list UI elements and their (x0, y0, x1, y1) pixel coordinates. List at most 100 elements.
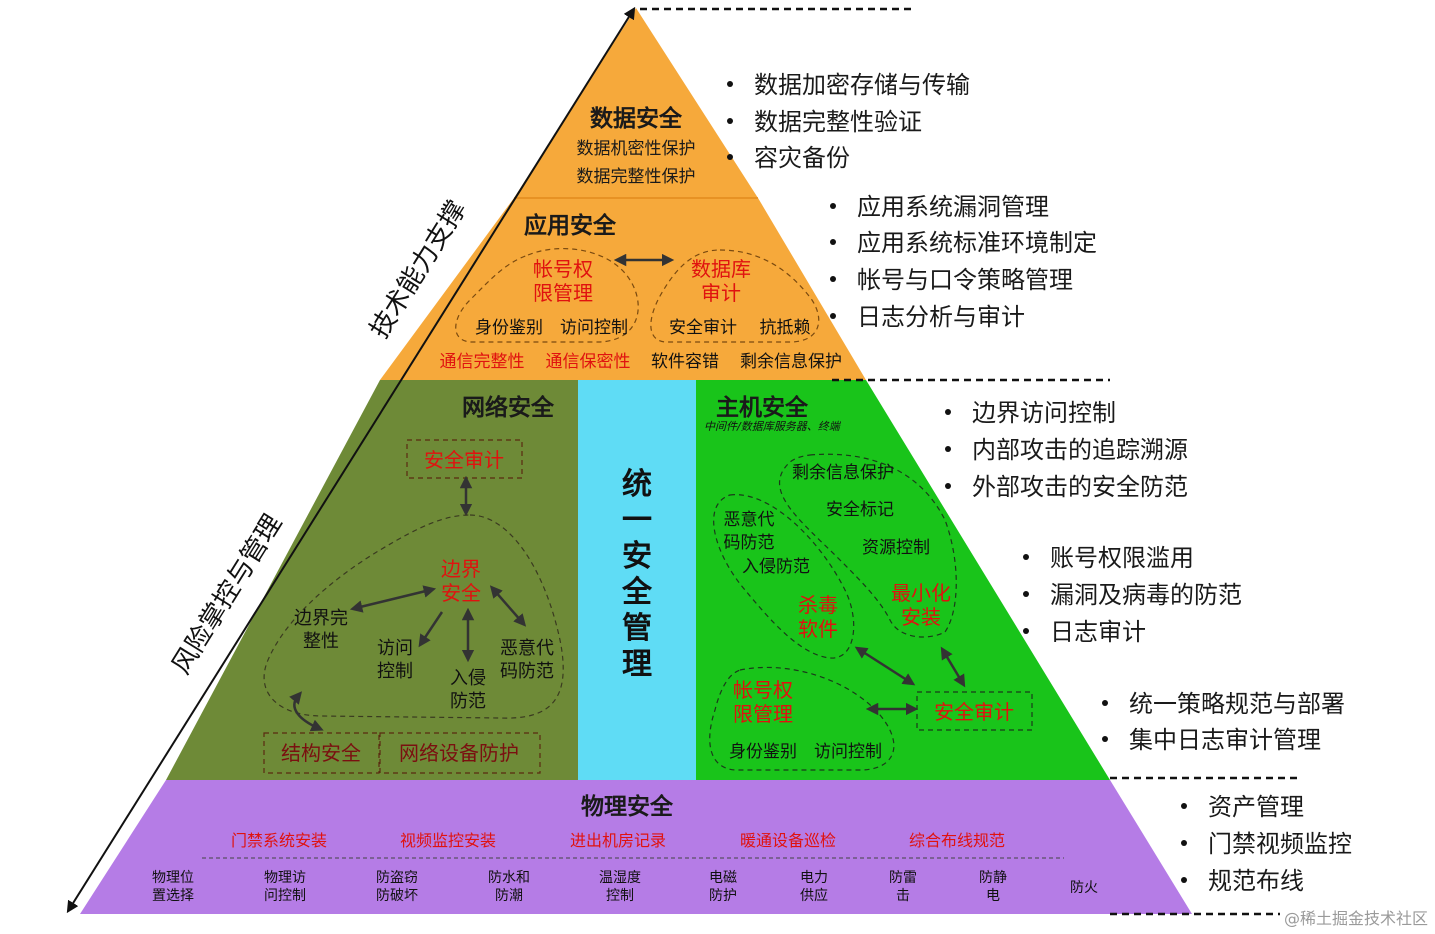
svg-text:电: 电 (986, 888, 1000, 904)
app-security-audit: 安全审计 (669, 318, 737, 338)
svg-text:资产管理: 资产管理 (1208, 793, 1304, 821)
svg-text:防雷: 防雷 (889, 870, 917, 886)
network-boundary-line1: 边界 (441, 557, 481, 581)
svg-text:内部攻击的追踪溯源: 内部攻击的追踪溯源 (972, 436, 1188, 464)
host-audit-box (916, 691, 1033, 731)
network-access-line1: 访问 (377, 638, 413, 659)
svg-text:集中日志审计管理: 集中日志审计管理 (1129, 726, 1321, 754)
app-account-permission-line2: 限管理 (533, 281, 593, 305)
app-comm-confidentiality: 通信保密性 (546, 352, 631, 372)
svg-text:外部攻击的安全防范: 外部攻击的安全防范 (972, 473, 1188, 501)
svg-text:控制: 控制 (606, 888, 634, 904)
network-device-label: 网络设备防护 (399, 741, 519, 765)
physical-red-item-4: 暖通设备巡检 (740, 831, 836, 850)
svg-text:边界访问控制: 边界访问控制 (972, 399, 1116, 427)
network-struct-arrow (289, 691, 324, 732)
svg-text:管: 管 (622, 611, 652, 646)
host-security-bullets-1: 边界访问控制 内部攻击的追踪溯源 外部攻击的安全防范 (945, 399, 1188, 501)
svg-text:统: 统 (622, 467, 652, 502)
svg-text:全: 全 (621, 575, 653, 610)
dashed-guides (640, 7, 1302, 916)
svg-text:防护: 防护 (709, 888, 737, 904)
host-account-line2: 限管理 (733, 702, 793, 726)
network-boundary-arrows (349, 585, 527, 663)
network-security-title: 网络安全 (462, 394, 555, 421)
host-malware-line2: 码防范 (724, 533, 775, 553)
app-left-group-outline (455, 247, 639, 343)
svg-text:防火: 防火 (1070, 880, 1098, 896)
host-minimal-line1: 最小化 (891, 581, 951, 605)
network-core-outline (263, 514, 564, 719)
host-malware-line1: 恶意代 (724, 510, 775, 530)
svg-text:日志审计: 日志审计 (1050, 618, 1146, 646)
svg-text:安: 安 (622, 539, 652, 574)
svg-text:数据完整性验证: 数据完整性验证 (754, 108, 922, 136)
host-security-mark: 安全标记 (826, 500, 894, 520)
svg-text:击: 击 (896, 888, 910, 904)
network-device-box (379, 732, 541, 774)
host-intrusion: 入侵防范 (742, 557, 810, 577)
host-security-subtitle: 中间件/数据库服务器、终端 (704, 420, 842, 433)
svg-text:温湿度: 温湿度 (599, 870, 641, 886)
network-malware-line2: 码防范 (500, 661, 554, 682)
app-identity-auth: 身份鉴别 (475, 318, 543, 338)
unified-bullets: 统一策略规范与部署 集中日志审计管理 (1102, 690, 1345, 754)
svg-text:数据加密存储与传输: 数据加密存储与传输 (754, 71, 970, 99)
host-account-line1: 帐号权 (733, 678, 793, 702)
app-db-audit-line2: 审计 (701, 281, 741, 305)
host-residual-info: 剩余信息保护 (792, 463, 894, 483)
host-antivirus-line1: 杀毒 (798, 593, 838, 617)
network-integrity-line2: 整性 (303, 631, 339, 652)
svg-text:置选择: 置选择 (152, 888, 194, 904)
host-antivirus-line2: 软件 (798, 617, 838, 641)
svg-text:容灾备份: 容灾备份 (754, 144, 850, 172)
svg-text:防盗窃: 防盗窃 (376, 870, 418, 886)
watermark: @稀土掘金技术社区 (1284, 909, 1428, 928)
app-db-audit-line1: 数据库 (691, 257, 751, 281)
host-residual-outline (778, 453, 957, 638)
app-security-bullets: 应用系统漏洞管理 应用系统标准环境制定 帐号与口令策略管理 日志分析与审计 (830, 193, 1097, 331)
physical-red-item-2: 视频监控安装 (400, 831, 496, 850)
svg-text:物理位: 物理位 (152, 870, 194, 886)
svg-text:规范布线: 规范布线 (1208, 867, 1304, 895)
physical-items: 物理位 置选择 物理访 问控制 防盗窃 防破坏 防水和 防潮 温湿度 控制 电磁… (152, 870, 1098, 904)
network-struct-label: 结构安全 (281, 741, 361, 765)
network-access-line2: 控制 (377, 661, 413, 682)
physical-security-title: 物理安全 (581, 793, 674, 820)
svg-text:电磁: 电磁 (709, 870, 737, 886)
app-security-title: 应用安全 (524, 212, 617, 239)
physical-security-bullets: 资产管理 门禁视频监控 规范布线 (1181, 793, 1352, 895)
host-security-layer (696, 380, 1110, 780)
host-arrows (854, 646, 966, 716)
data-confidentiality: 数据机密性保护 (577, 139, 696, 159)
svg-text:防潮: 防潮 (495, 888, 523, 904)
physical-red-item-1: 门禁系统安装 (231, 831, 327, 850)
side-axis-arrow (66, 6, 636, 914)
app-fault-tolerance: 软件容错 (651, 352, 719, 372)
physical-red-item-5: 综合布线规范 (909, 831, 1005, 850)
app-right-group-outline (650, 249, 820, 343)
svg-text:防破坏: 防破坏 (376, 888, 418, 904)
host-minimal-line2: 安装 (901, 605, 941, 629)
svg-text:账号权限滥用: 账号权限滥用 (1050, 544, 1194, 572)
svg-text:帐号与口令策略管理: 帐号与口令策略管理 (857, 266, 1073, 294)
network-malware-line1: 恶意代 (500, 638, 554, 659)
svg-text:理: 理 (622, 647, 652, 682)
app-access-control: 访问控制 (560, 318, 628, 338)
host-audit-label: 安全审计 (934, 700, 1014, 724)
svg-text:供应: 供应 (800, 887, 828, 904)
svg-text:门禁视频监控: 门禁视频监控 (1208, 830, 1352, 858)
data-security-title: 数据安全 (590, 105, 683, 132)
app-comm-integrity: 通信完整性 (440, 352, 525, 372)
host-identity-auth: 身份鉴别 (729, 742, 797, 762)
svg-text:防水和: 防水和 (488, 870, 530, 886)
svg-text:电力: 电力 (800, 870, 828, 886)
physical-red-item-3: 进出机房记录 (570, 831, 666, 850)
host-access-control: 访问控制 (814, 742, 882, 762)
network-intrusion-line1: 入侵 (450, 668, 486, 689)
app-account-permission-line1: 帐号权 (533, 257, 593, 281)
svg-text:应用系统标准环境制定: 应用系统标准环境制定 (857, 229, 1097, 257)
host-malware-outline (713, 494, 855, 659)
svg-text:一: 一 (622, 503, 652, 538)
